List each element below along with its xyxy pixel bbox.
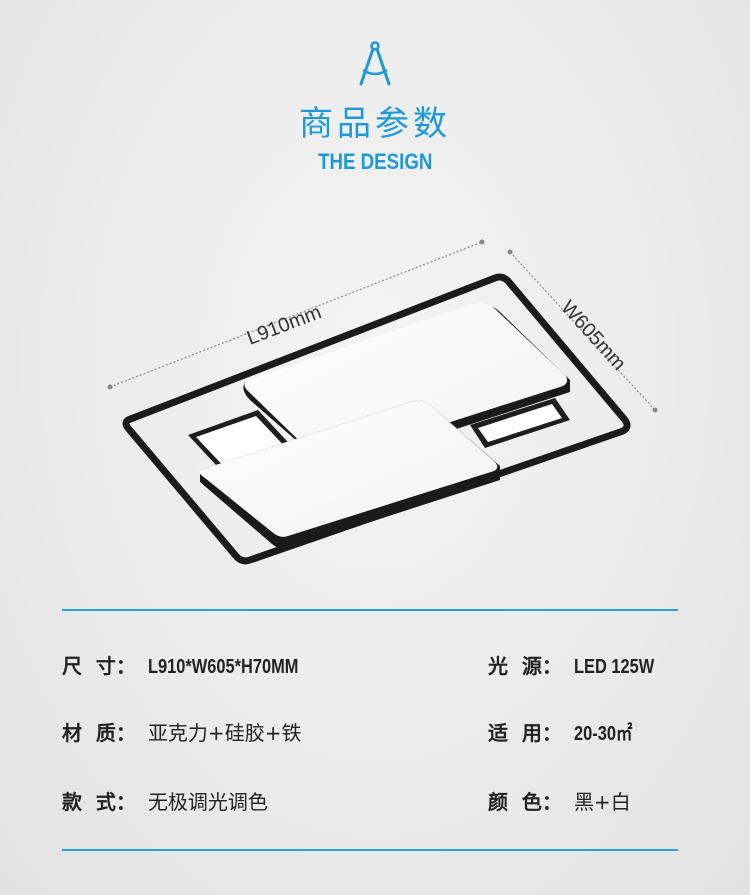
length-label: L910mm xyxy=(244,301,325,349)
spec-applicable: 适 用： 20-30㎡ xyxy=(488,717,645,746)
page-title: 商品参数 xyxy=(299,104,451,144)
page-subtitle: THE DESIGN xyxy=(317,149,433,174)
spec-light-source: 光 源： LED 125W xyxy=(488,650,672,679)
bottom-light-panel xyxy=(199,400,500,549)
spec-style: 款 式： 无极调光调色 xyxy=(62,786,268,815)
spec-material: 材 质： 亚克力+硅胶+铁 xyxy=(62,717,301,746)
spec-style-value: 无极调光调色 xyxy=(147,790,268,814)
spec-size-value: L910*W605*H70MM xyxy=(147,656,299,678)
spec-light-source-label: 光 源： xyxy=(488,654,562,678)
width-label: W605mm xyxy=(556,297,630,375)
divider-bottom xyxy=(62,849,678,851)
spec-applicable-label: 适 用： xyxy=(488,721,562,745)
width-dimension-line xyxy=(507,249,658,413)
outer-frame xyxy=(122,273,631,565)
spec-color-value: 黑+白 xyxy=(573,790,631,814)
spec-style-label: 款 式： xyxy=(62,790,136,814)
spec-size-label: 尺 寸： xyxy=(62,654,136,678)
spec-color: 颜 色： 黑+白 xyxy=(488,786,631,815)
spec-color-label: 颜 色： xyxy=(488,790,562,814)
length-dimension-line xyxy=(107,239,485,390)
spec-material-value: 亚克力+硅胶+铁 xyxy=(147,721,302,745)
spec-material-label: 材 质： xyxy=(62,721,136,745)
top-light-panel xyxy=(243,302,571,470)
header: 商品参数 THE DESIGN xyxy=(0,40,750,175)
compass-icon xyxy=(359,41,391,86)
divider-top xyxy=(62,609,678,611)
spec-applicable-value: 20-30㎡ xyxy=(573,723,633,745)
spec-light-source-value: LED 125W xyxy=(573,656,655,678)
product-illustration: L910mm W605mm xyxy=(107,239,658,565)
spec-size: 尺 寸： L910*W605*H70MM xyxy=(62,650,331,679)
